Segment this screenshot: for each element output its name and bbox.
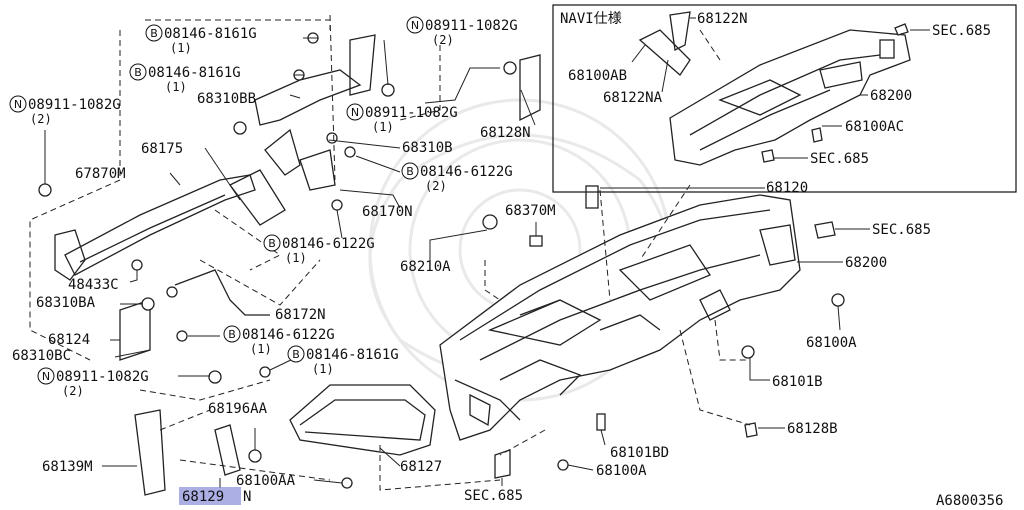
label-68100A-bottom: 68100A: [596, 463, 647, 479]
label-68200-inset: 68200: [870, 88, 912, 104]
svg-text:B: B: [150, 27, 158, 40]
label-68310B: 68310B: [402, 140, 453, 156]
label-68127: 68127: [400, 459, 442, 475]
label-08911-1082G-d: 08911-1082G: [56, 369, 149, 385]
bolt-symbol: [129, 63, 147, 81]
label-68196AA: 68196AA: [208, 401, 268, 417]
dashboard-main: [439, 194, 801, 441]
label-68129-suffix: N: [243, 489, 251, 505]
svg-text:B: B: [292, 348, 300, 361]
label-68101B: 68101B: [772, 374, 823, 390]
diagram-id: A6800356: [936, 493, 1003, 509]
label-08911-1082G-c: 08911-1082G: [365, 105, 458, 121]
label-08911-1082G-b: 08911-1082G: [28, 97, 121, 113]
label-08146-8161G-a: 08146-8161G: [164, 26, 257, 42]
label-68370M: 68370M: [505, 203, 556, 219]
label-sec685-bottom: SEC.685: [464, 488, 523, 504]
label-67870M: 67870M: [75, 166, 126, 182]
label-qty-g: (1): [285, 251, 307, 265]
label-68122NA: 68122NA: [603, 90, 663, 106]
label-08146-6122G-b: 08146-6122G: [282, 236, 375, 252]
navi-inset: NAVI仕様: [552, 4, 1017, 193]
svg-text:B: B: [228, 328, 236, 341]
label-68128B: 68128B: [787, 421, 838, 437]
label-08146-8161G-c: 08146-8161G: [306, 347, 399, 363]
label-qty-e: (1): [372, 120, 394, 134]
label-68172N: 68172N: [275, 307, 326, 323]
label-qty-b: (1): [165, 80, 187, 94]
bolt-symbol: [263, 234, 281, 252]
label-08911-1082G-a: 08911-1082G: [425, 18, 518, 34]
label-68100A-right: 68100A: [806, 335, 857, 351]
label-08146-6122G-c: 08146-6122G: [242, 327, 335, 343]
label-68120: 68120: [766, 180, 808, 196]
label-08146-6122G-a: 08146-6122G: [420, 164, 513, 180]
label-08146-8161G-b: 08146-8161G: [148, 65, 241, 81]
label-qty-i: (1): [312, 362, 334, 376]
label-68310BC: 68310BC: [12, 348, 71, 364]
svg-text:N: N: [411, 19, 419, 32]
label-sec685-right: SEC.685: [872, 222, 931, 238]
svg-text:B: B: [406, 165, 414, 178]
label-68310BA: 68310BA: [36, 295, 96, 311]
label-qty-d: (2): [30, 112, 52, 126]
label-68100AC: 68100AC: [845, 119, 904, 135]
svg-text:B: B: [268, 237, 276, 250]
label-qty-f: (2): [425, 179, 447, 193]
svg-text:N: N: [42, 370, 50, 383]
nut-symbol: [9, 95, 27, 113]
label-68100AA: 68100AA: [236, 473, 296, 489]
nut-symbol: [346, 103, 364, 121]
svg-text:N: N: [351, 106, 359, 119]
label-68128N: 68128N: [480, 125, 531, 141]
label-68310BB: 68310BB: [197, 91, 256, 107]
label-68170N: 68170N: [362, 204, 413, 220]
bolt-symbol: [223, 325, 241, 343]
svg-text:B: B: [134, 66, 142, 79]
label-68210A: 68210A: [400, 259, 451, 275]
bolt-symbol: [401, 162, 419, 180]
bolt-symbol: [145, 24, 163, 42]
label-48433C: 48433C: [68, 277, 119, 293]
label-68139M: 68139M: [42, 459, 93, 475]
highlight-68129N: [179, 487, 241, 505]
label-sec685-inset-top: SEC.685: [932, 23, 991, 39]
svg-text:N: N: [14, 98, 22, 111]
label-68200-main: 68200: [845, 255, 887, 271]
nut-symbol: [37, 367, 55, 385]
label-68100AB: 68100AB: [568, 68, 627, 84]
label-68122N: 68122N: [697, 11, 748, 27]
label-68124: 68124: [48, 332, 90, 348]
inset-title: NAVI仕様: [560, 11, 622, 27]
label-qty-a: (1): [170, 41, 192, 55]
nut-symbol: [406, 16, 424, 34]
cross-member: [54, 34, 541, 496]
label-68175: 68175: [141, 141, 183, 157]
label-68129: 68129: [182, 489, 224, 505]
fastener-symbols: B B N N N B B B B N: [9, 16, 424, 385]
label-68101BD: 68101BD: [610, 445, 669, 461]
label-qty-c: (2): [432, 33, 454, 47]
label-qty-j: (2): [62, 384, 84, 398]
bolt-symbol: [287, 345, 305, 363]
assembly-guides: [29, 14, 751, 491]
label-qty-h: (1): [250, 342, 272, 356]
label-sec685-inset-bottom: SEC.685: [810, 151, 869, 167]
leader-lines: [44, 37, 870, 488]
